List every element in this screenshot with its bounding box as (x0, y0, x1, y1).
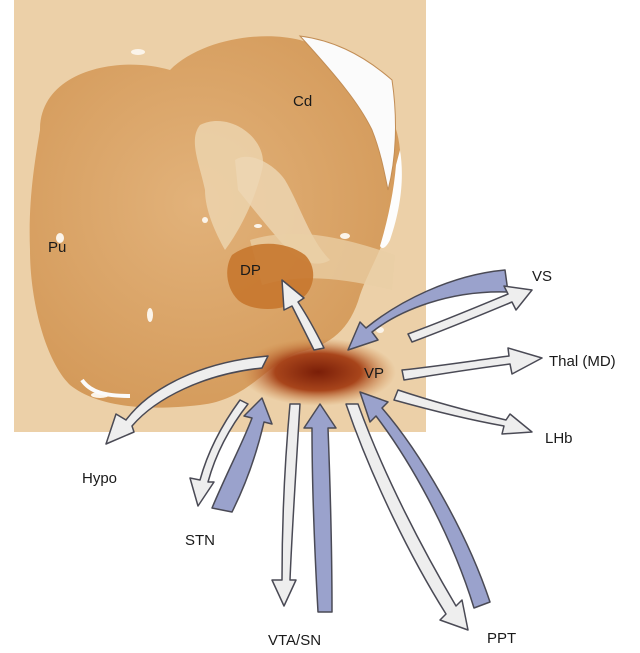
target-label-thal: Thal (MD) (549, 353, 616, 370)
region-label-dp: DP (240, 262, 261, 279)
region-label-vp: VP (364, 365, 384, 382)
target-label-stn: STN (185, 532, 215, 549)
target-label-vs: VS (532, 268, 552, 285)
target-label-ppt: PPT (487, 630, 516, 647)
target-label-hypo: Hypo (82, 470, 117, 487)
region-label-pu: Pu (48, 239, 66, 256)
vp-to-vta-arrow (272, 404, 300, 606)
target-label-vta-sn: VTA/SN (268, 632, 321, 649)
vta-to-vp-arrow (304, 404, 336, 612)
region-label-cd: Cd (293, 93, 312, 110)
target-label-lhb: LHb (545, 430, 573, 447)
